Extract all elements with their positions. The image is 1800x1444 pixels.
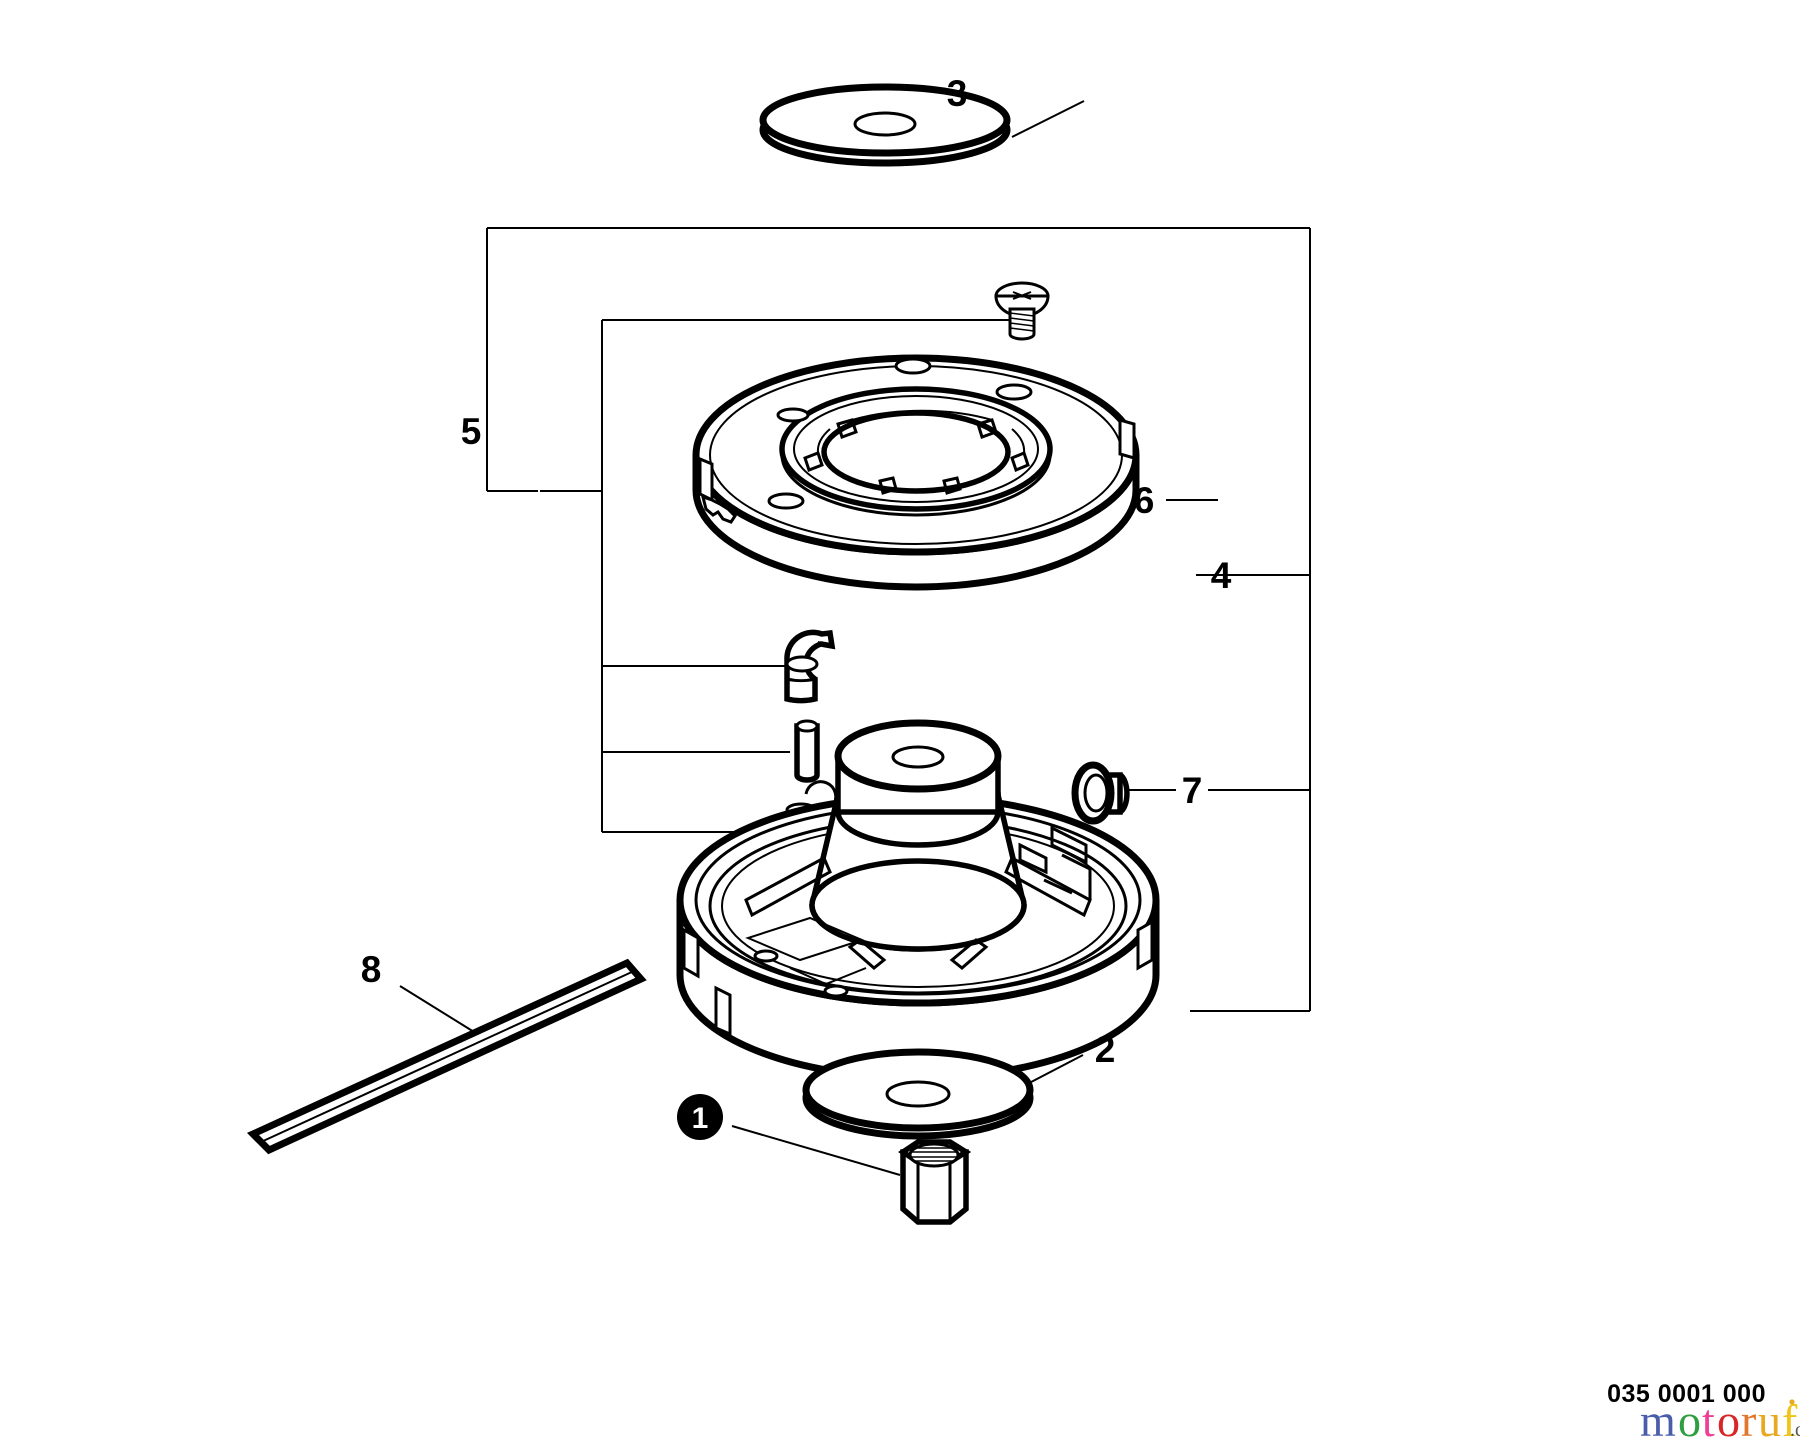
logo-dot-icon (1789, 1399, 1795, 1405)
cover-hole-top (894, 357, 932, 375)
cover-hole-upper-left (776, 407, 810, 423)
part-cover (692, 354, 1140, 591)
part-number-text: 035 0001 000 (1607, 1380, 1766, 1408)
callout-8: 8 (361, 949, 382, 990)
logo-letter-o1: o (1678, 1395, 1701, 1444)
callout-labels: 3 5 6 4 7 8 2 1 (361, 73, 1232, 1140)
logo-letter-r: r (1741, 1395, 1756, 1444)
spool-tab-left (682, 927, 700, 979)
part-hex-nut (898, 1139, 972, 1225)
logo-suffix: .de (1790, 1419, 1800, 1441)
bracket-group-5 (540, 319, 1023, 833)
callout-6: 6 (1134, 480, 1155, 521)
part-roll-pin (794, 719, 820, 783)
part-eyelet (1071, 761, 1130, 825)
logo-letter-f: f (1782, 1395, 1798, 1444)
part-pan-head-screw (994, 281, 1050, 341)
cover-hole-top-right (995, 383, 1033, 401)
motoruf-logo: m o t o r u f .de (1640, 1395, 1800, 1444)
callout-5: 5 (461, 411, 482, 452)
bracket-group-4 (486, 227, 1311, 1012)
part-trimmer-line (246, 958, 647, 1155)
logo-letter-o2: o (1717, 1395, 1740, 1444)
logo-letter-m: m (1640, 1395, 1676, 1444)
part-washer-lower (802, 1048, 1034, 1140)
cover-hole-left (767, 492, 805, 510)
leader-1 (731, 1125, 901, 1176)
callout-4: 4 (1211, 555, 1232, 596)
leader-3 (1011, 100, 1085, 138)
part-line-clip (784, 629, 836, 704)
callout-7: 7 (1182, 770, 1203, 811)
callout-2: 2 (1095, 1029, 1116, 1070)
logo-letter-t: t (1702, 1395, 1715, 1444)
spool-tab-right (1136, 919, 1154, 971)
part-spool-body (676, 719, 1160, 1082)
spool-tab-left-2 (714, 985, 732, 1037)
logo-letter-u: u (1758, 1395, 1781, 1444)
callout-1: 1 (692, 1102, 709, 1135)
callout-3: 3 (947, 73, 968, 114)
part-washer-upper (759, 83, 1011, 167)
callout-1-badge (677, 1094, 723, 1140)
